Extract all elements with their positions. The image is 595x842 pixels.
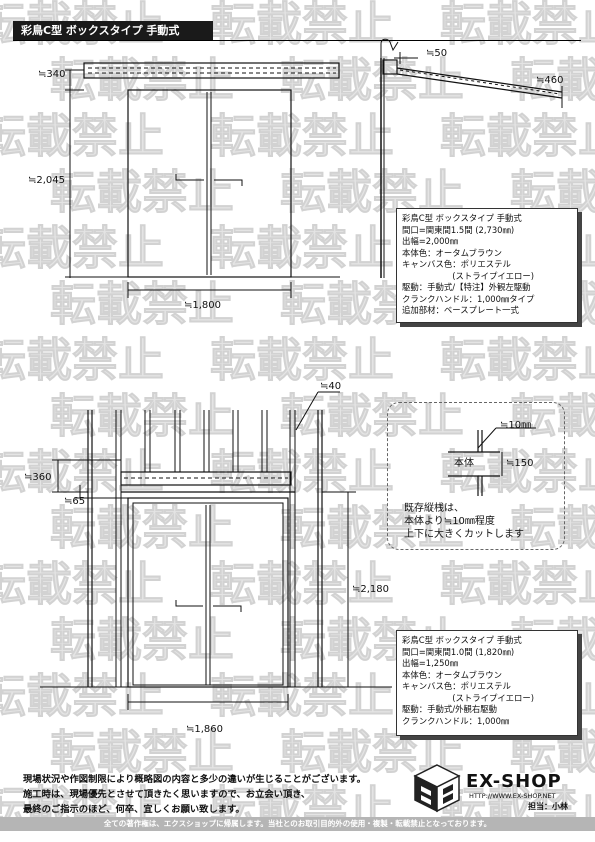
spec-line: 本体色：オータムブラウン (402, 669, 502, 680)
spec-line: 彩鳥C型 ボックスタイプ 手動式 (402, 635, 522, 645)
spec-line: (ストライプイエロー) (402, 692, 535, 703)
page-title: 彩鳥C型 ボックスタイプ 手動式 (13, 21, 213, 40)
top-dim-width: ≒1,800 (184, 300, 222, 311)
spec-line: 間口=関東間1.0間 (1,820㎜) (402, 646, 515, 657)
spec-line: クランクハンドル：1,000㎜ (402, 715, 510, 726)
bottom-door-frame (127, 497, 289, 688)
staff-name: 担当：小林 (528, 802, 568, 811)
top-dim-side-offset: ≒50 (426, 48, 448, 59)
bottom-spec-box: 彩鳥C型 ボックスタイプ 手動式 間口=関東間1.0間 (1,820㎜) 出幅=… (396, 630, 578, 736)
bottom-dim-gap: ≒65 (64, 496, 86, 507)
spec-line: (ストライプイエロー) (402, 270, 535, 281)
spec-line: 本体色：オータムブラウン (402, 247, 502, 258)
spec-line: 追加部材：ベースプレート一式 (402, 305, 519, 315)
bottom-awning-box (120, 471, 292, 486)
bottom-dim-width: ≒1,860 (186, 724, 224, 735)
top-awning-box (83, 62, 340, 79)
logo-url: HTTP://WWW.EX-SHOP.NET (469, 792, 556, 800)
spec-line: 彩鳥C型 ボックスタイプ 手動式 (402, 213, 522, 223)
top-spec-box: 彩鳥C型 ボックスタイプ 手動式 間口=関東間1.5間 (2,730㎜) 出幅=… (396, 208, 578, 323)
footer-line: 現場状況や作図制限により概略図の内容と多少の違いが生じることがございます。 (23, 774, 366, 785)
detail-note (387, 402, 565, 550)
footer-line: 最終のご指示のほど、何卒、宜しくお願い致します。 (23, 804, 245, 815)
detail-dim-height: ≒150 (506, 458, 534, 469)
spec-line: 出幅=1,250㎜ (402, 658, 459, 668)
footer-line: 施工時は、現場優先とさせて頂きたく思いますので、お立会い頂き、 (23, 789, 311, 800)
bottom-dim-box-height: ≒360 (24, 472, 52, 483)
logo-name: EX-SHOP (466, 771, 562, 792)
top-dim-box-height: ≒340 (38, 69, 66, 80)
header-rule (13, 40, 581, 41)
bottom-dim-height: ≒2,180 (352, 584, 390, 595)
spec-line: 間口=関東間1.5間 (2,730㎜) (402, 224, 515, 235)
spec-line: 出幅=2,000㎜ (402, 236, 459, 246)
spec-line: 駆動：手動式/外観右駆動 (402, 704, 497, 714)
spec-line: クランクハンドル：1,000㎜タイプ (402, 293, 535, 304)
spec-line: キャンバス色：ポリエステル (402, 681, 511, 691)
detail-dim-width: ≒10㎜ (500, 420, 532, 431)
spec-line: キャンバス色：ポリエステル (402, 259, 511, 269)
ex-shop-logo-icon (413, 764, 461, 813)
top-door-frame (127, 89, 292, 278)
top-dim-height: ≒2,045 (28, 175, 66, 186)
detail-note-line: 上下に大きくカットします (404, 529, 524, 540)
detail-note-line: 本体より≒10㎜程度 (404, 516, 495, 527)
detail-label: 本体 (454, 458, 474, 469)
spec-line: 駆動：手動式/【特注】外観左駆動 (402, 282, 531, 292)
copyright-bar: 全ての著作権は、エクスショップに帰属します。当社とのお取引目的外の使用・複製・転… (0, 817, 595, 831)
detail-note-line: 既存縦桟は、 (404, 503, 464, 514)
bottom-dim-rail: ≒40 (320, 381, 342, 392)
top-dim-projection: ≒460 (536, 75, 564, 86)
